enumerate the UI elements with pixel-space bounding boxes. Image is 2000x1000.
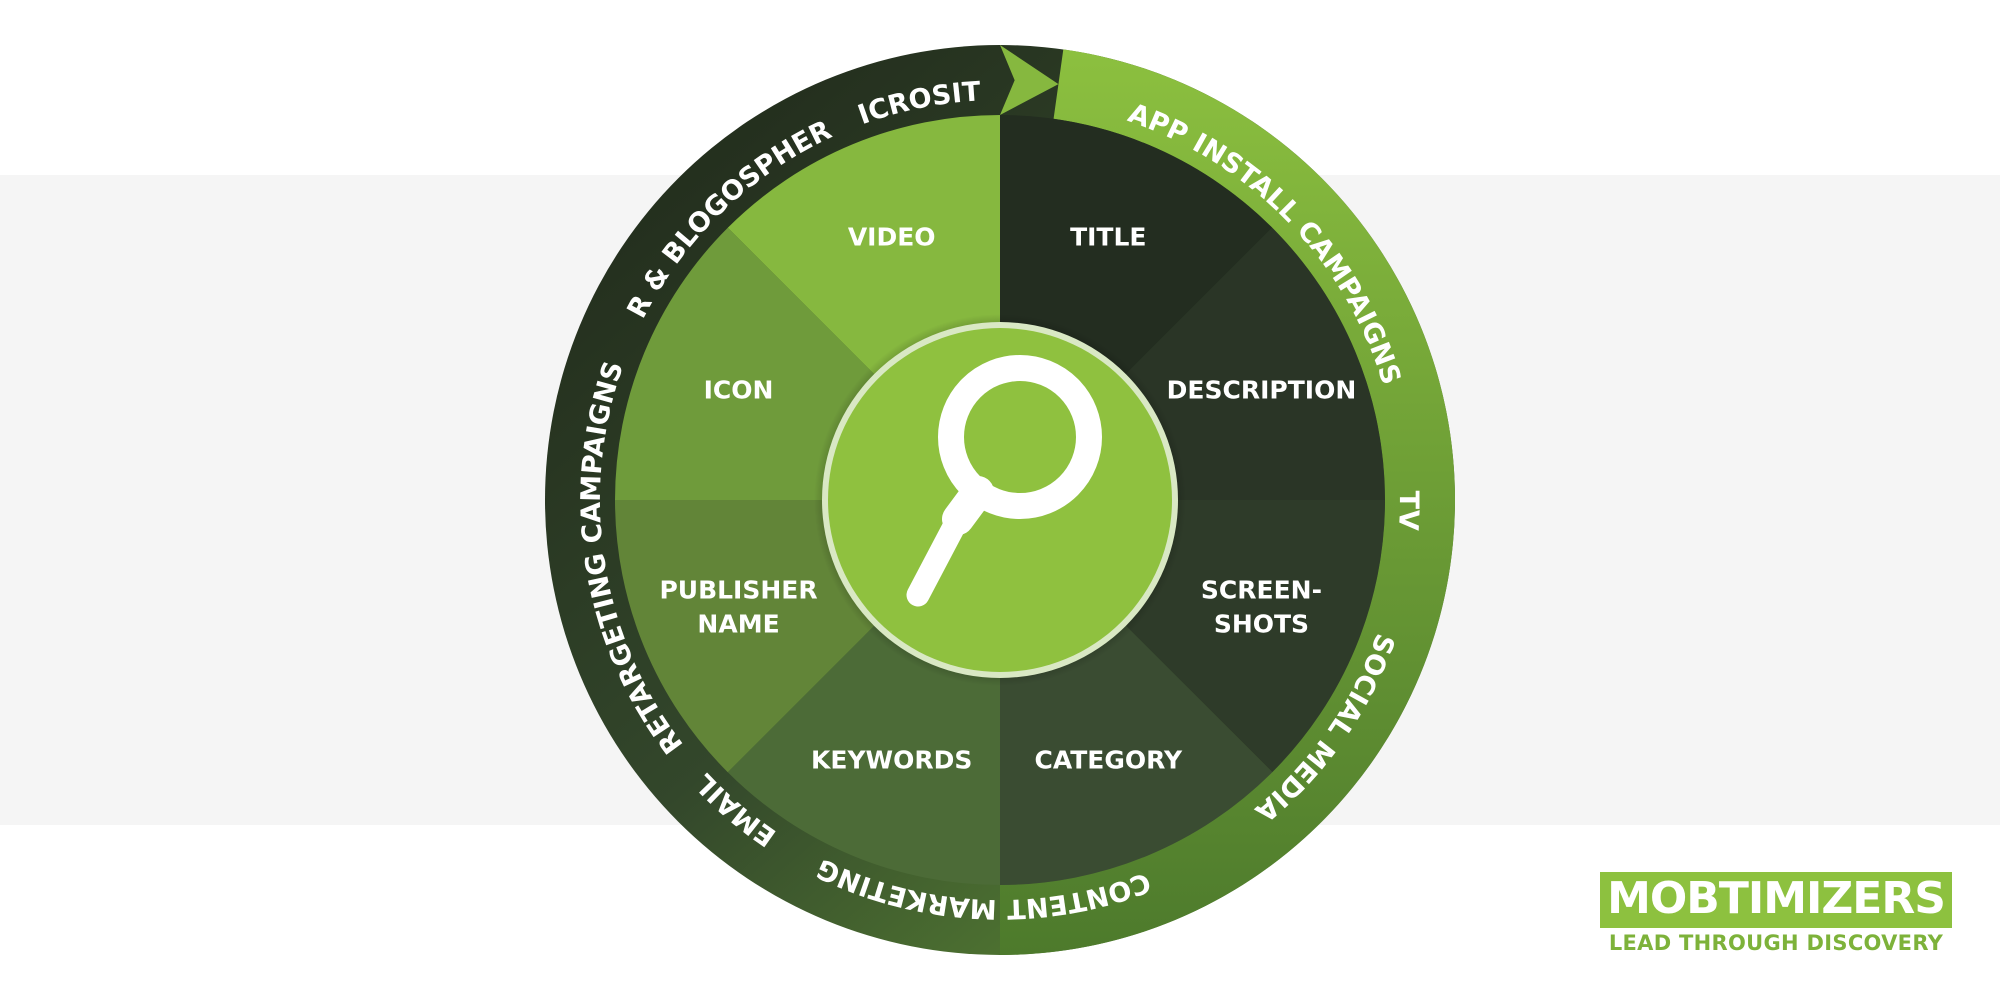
segment-wedge: [1000, 623, 1273, 885]
segment-label: TITLE: [1070, 223, 1146, 252]
outer-ring-green-arc: [1000, 49, 1456, 955]
segment-label: VIDEO: [848, 223, 936, 252]
segment-label: DESCRIPTION: [1167, 376, 1357, 405]
ring-arrow-head: [1000, 45, 1059, 115]
ring-label: TV: [1392, 491, 1424, 532]
segment-label: CATEGORY: [1034, 745, 1183, 774]
segment-label: ICON: [704, 376, 774, 405]
center-segments: [615, 114, 1385, 885]
center-segment-labels: TITLE DESCRIPTION SCREEN-SHOTS CATEGORY KEYW…: [659, 223, 1356, 775]
segment-label: SCREEN-SHOTS: [1201, 575, 1322, 638]
segment-wedge: [615, 227, 877, 500]
segment-wedge: [1123, 500, 1385, 773]
segment-wedge: [1123, 227, 1385, 500]
segment-wedge: [1000, 115, 1273, 377]
segment-label: KEYWORDS: [811, 745, 972, 774]
brand-logo: MOBTIMIZERS LEAD THROUGH DISCOVERY: [1600, 872, 1952, 958]
brand-tagline: LEAD THROUGH DISCOVERY: [1608, 931, 1944, 955]
magnifying-glass-icon: [906, 355, 1102, 607]
segment-wedge: [727, 623, 1000, 885]
brand-name: MOBTIMIZERS: [1600, 872, 1952, 928]
segment-wedge: [727, 114, 1000, 377]
segment-wedge: [615, 500, 877, 773]
